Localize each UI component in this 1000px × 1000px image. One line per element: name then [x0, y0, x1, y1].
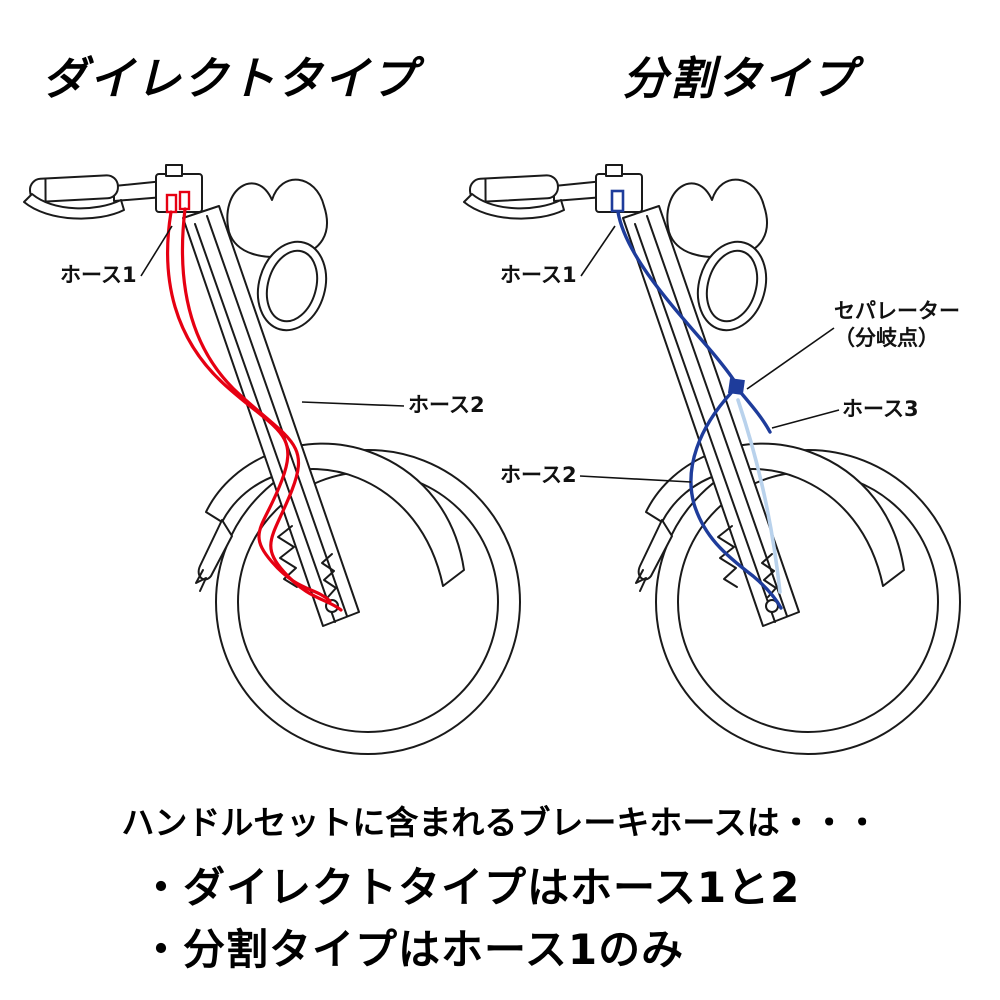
leader-line-hose2 [301, 401, 405, 407]
bike-line-art [463, 164, 961, 755]
hose1-label: ホース1 [500, 263, 577, 287]
footer-bullet-direct: ・ダイレクトタイプはホース1と2 [140, 863, 801, 912]
hose1-label: ホース1 [60, 263, 137, 287]
direct-type-diagram: ホース1 ホース2 [10, 160, 530, 820]
banjo-fitting [610, 189, 625, 213]
leader-line-hose1 [140, 225, 173, 277]
direct-type-title: ダイレクトタイプ [41, 52, 418, 105]
leader-line-separator [746, 327, 835, 390]
hose-hidden-path [736, 398, 782, 594]
banjo-fitting-2 [178, 190, 191, 211]
hose2-label: ホース2 [500, 463, 577, 487]
hose-1-path [165, 210, 332, 603]
footer-bullet-split: ・分割タイプはホース1のみ [140, 925, 685, 974]
hose-2-path [180, 207, 343, 612]
separator-label-line1: セパレーター [834, 299, 960, 323]
direct-hoses [165, 190, 343, 612]
footer-intro-text: ハンドルセットに含まれるブレーキホースは・・・ [121, 803, 879, 842]
separator-block [727, 378, 745, 396]
split-type-title: 分割タイプ [622, 52, 858, 105]
leader-line-hose1 [580, 225, 616, 277]
bike-line-art [23, 164, 521, 755]
banjo-fitting-1 [165, 193, 178, 214]
leader-line-hose3 [771, 409, 840, 429]
split-type-diagram: ホース1 セパレーター （分岐点） ホース3 ホース2 [450, 160, 970, 820]
hose2-label: ホース2 [408, 393, 485, 417]
hose-3-path [740, 392, 772, 434]
hose-1-path [616, 210, 737, 384]
separator-label-line2: （分岐点） [834, 326, 939, 350]
hose3-label: ホース3 [842, 397, 919, 421]
split-hoses [610, 189, 783, 610]
hose-2-path [689, 391, 783, 610]
leader-line-hose2 [579, 475, 692, 483]
